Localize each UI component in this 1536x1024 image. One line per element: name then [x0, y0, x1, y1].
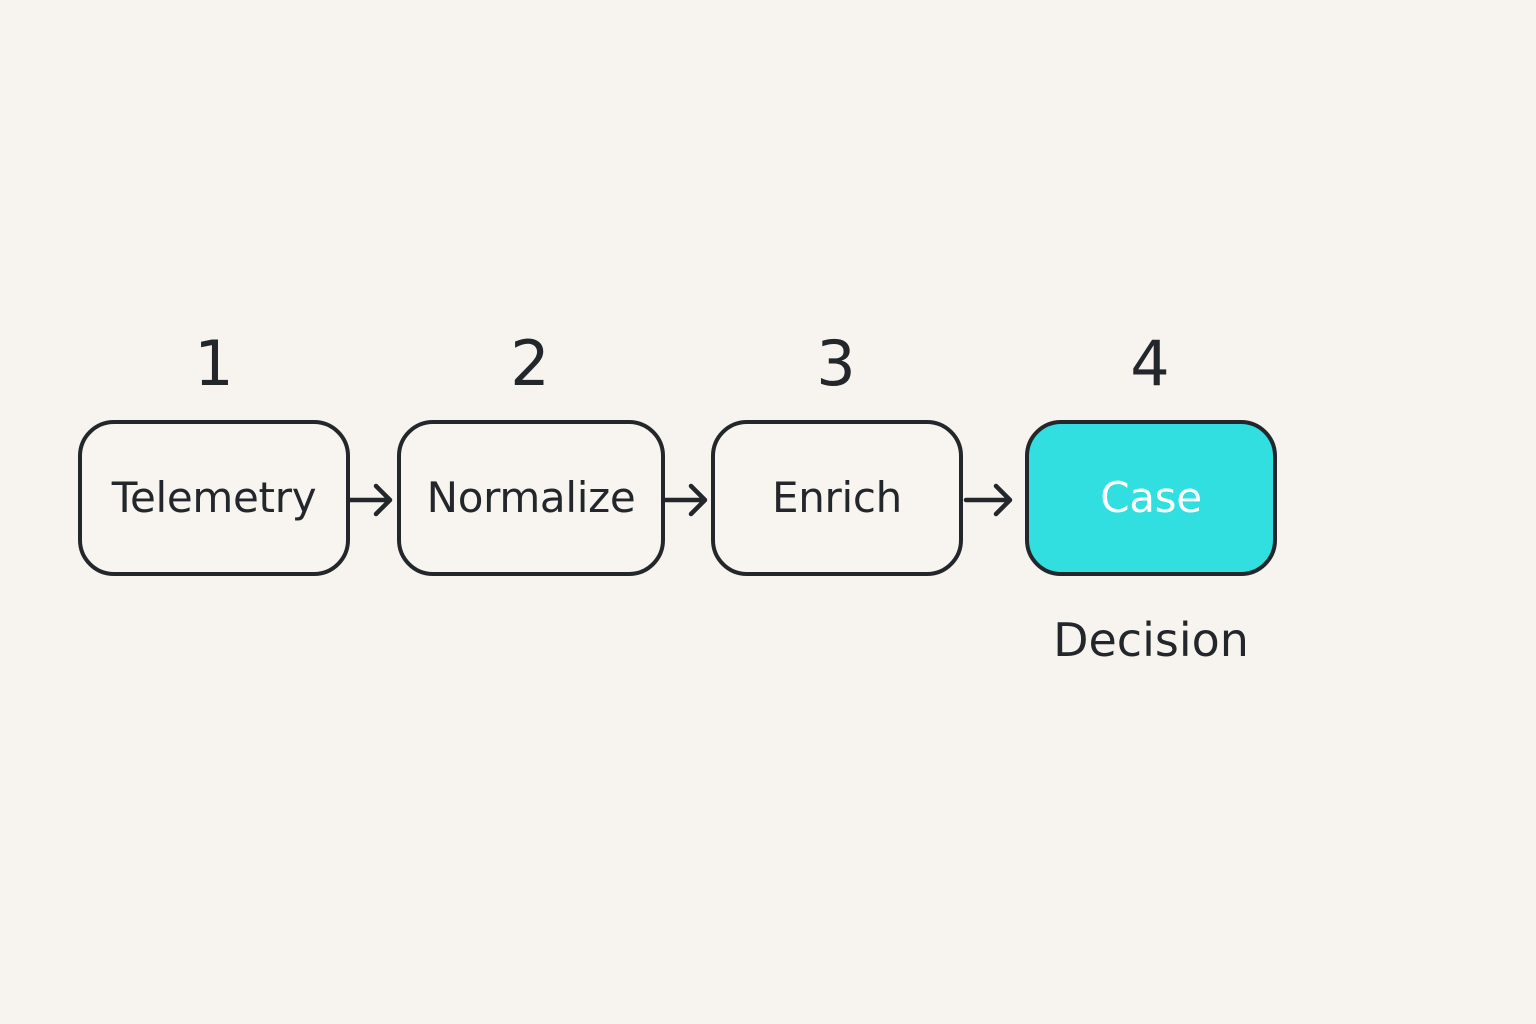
arrow-right-icon	[346, 478, 398, 522]
step-box-enrich: Enrich	[711, 420, 963, 576]
step-label-case: Case	[1100, 473, 1202, 522]
arrow-right-icon	[661, 478, 713, 522]
step-label-normalize: Normalize	[426, 473, 636, 522]
step-box-case: Case	[1025, 420, 1277, 576]
arrow-right-icon	[962, 478, 1018, 522]
step-box-normalize: Normalize	[397, 420, 665, 576]
step-label-enrich: Enrich	[771, 473, 902, 522]
decision-caption: Decision	[1053, 613, 1249, 667]
step-number-1: 1	[194, 327, 234, 400]
step-number-2: 2	[510, 327, 550, 400]
step-box-telemetry: Telemetry	[78, 420, 350, 576]
step-label-telemetry: Telemetry	[111, 473, 317, 522]
step-number-3: 3	[816, 327, 856, 400]
step-number-4: 4	[1130, 327, 1170, 400]
